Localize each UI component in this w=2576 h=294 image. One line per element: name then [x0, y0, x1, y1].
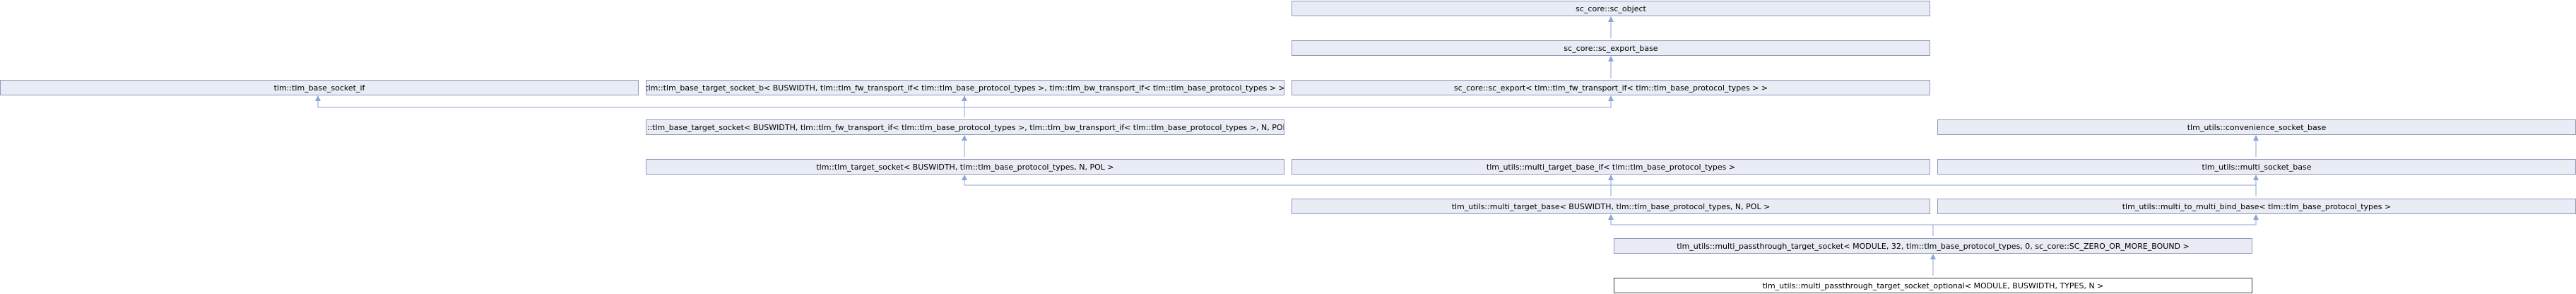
class-node-label: tlm::tlm_base_socket_if [273, 83, 365, 93]
arrowhead [962, 95, 967, 101]
class-node-sc-export[interactable]: sc_core::sc_export< tlm::tlm_fw_transpor… [1292, 80, 1930, 95]
class-node-label: tlm_utils::multi_socket_base [2202, 162, 2312, 172]
class-node-tlm-target-socket[interactable]: tlm::tlm_target_socket< BUSWIDTH, tlm::t… [646, 159, 1284, 175]
class-node-label: tlm_utils::multi_to_multi_bind_base< tlm… [2122, 201, 2392, 211]
arrowhead [1608, 95, 1614, 101]
class-node-label: tlm_utils::multi_target_base_if< tlm::tl… [1486, 162, 1736, 172]
class-node-multi-passthrough-target-socket[interactable]: tlm_utils::multi_passthrough_target_sock… [1614, 238, 2252, 254]
edge-base-target-socket-to-socket-if [317, 96, 965, 117]
class-node-label: tlm::tlm_base_target_socket_b< BUSWIDTH,… [646, 83, 1284, 93]
class-node-multi-target-base[interactable]: tlm_utils::multi_target_base< BUSWIDTH, … [1292, 199, 1930, 214]
class-node-label: tlm::tlm_base_target_socket< BUSWIDTH, t… [646, 122, 1284, 132]
class-node-sc-object[interactable]: sc_core::sc_object [1292, 1, 1930, 16]
class-node-sc-export-base[interactable]: sc_core::sc_export_base [1292, 40, 1930, 56]
class-node-label: sc_core::sc_export_base [1564, 43, 1658, 53]
arrowhead [962, 175, 967, 180]
arrowhead [2253, 214, 2259, 220]
arrowhead [1608, 16, 1614, 22]
edge-base-target-socket-to-sc-export [964, 96, 1612, 108]
class-node-tlm-base-target-socket-b[interactable]: tlm::tlm_base_target_socket_b< BUSWIDTH,… [646, 80, 1284, 95]
edge-multi-target-base-to-multi-socket-base [1611, 175, 2257, 186]
class-node-label: tlm_utils::multi_target_base< BUSWIDTH, … [1451, 201, 1771, 211]
arrowhead [1930, 254, 1936, 259]
class-node-multi-passthrough-target-socket-optional: tlm_utils::multi_passthrough_target_sock… [1614, 278, 2252, 293]
arrowhead [1608, 214, 1614, 220]
class-node-tlm-base-target-socket[interactable]: tlm::tlm_base_target_socket< BUSWIDTH, t… [646, 119, 1284, 135]
edge-passthrough-to-bind-base [1933, 215, 2257, 225]
arrowhead [1608, 175, 1614, 180]
class-node-label: tlm_utils::convenience_socket_base [2187, 122, 2327, 132]
arrowhead [315, 95, 321, 101]
class-node-label: sc_core::sc_export< tlm::tlm_fw_transpor… [1453, 83, 1768, 93]
class-node-multi-to-multi-bind-base[interactable]: tlm_utils::multi_to_multi_bind_base< tlm… [1937, 199, 2576, 214]
class-node-label: tlm_utils::multi_passthrough_target_sock… [1677, 241, 2190, 251]
class-node-multi-socket-base[interactable]: tlm_utils::multi_socket_base [1937, 159, 2576, 175]
arrowhead [2253, 135, 2259, 141]
class-node-convenience-socket-base[interactable]: tlm_utils::convenience_socket_base [1937, 119, 2576, 135]
edge-passthrough-to-multi-target-base [1610, 215, 1934, 236]
class-node-label: tlm::tlm_target_socket< BUSWIDTH, tlm::t… [816, 162, 1114, 172]
class-node-multi-target-base-if[interactable]: tlm_utils::multi_target_base_if< tlm::tl… [1292, 159, 1930, 175]
class-node-tlm-base-socket-if[interactable]: tlm::tlm_base_socket_if [0, 80, 639, 95]
class-node-label: sc_core::sc_object [1576, 4, 1646, 13]
class-node-label: tlm_utils::multi_passthrough_target_sock… [1762, 281, 2104, 290]
arrowhead [962, 135, 967, 141]
arrowhead [1608, 56, 1614, 61]
edge-multi-target-base-to-target-socket [964, 175, 1612, 196]
